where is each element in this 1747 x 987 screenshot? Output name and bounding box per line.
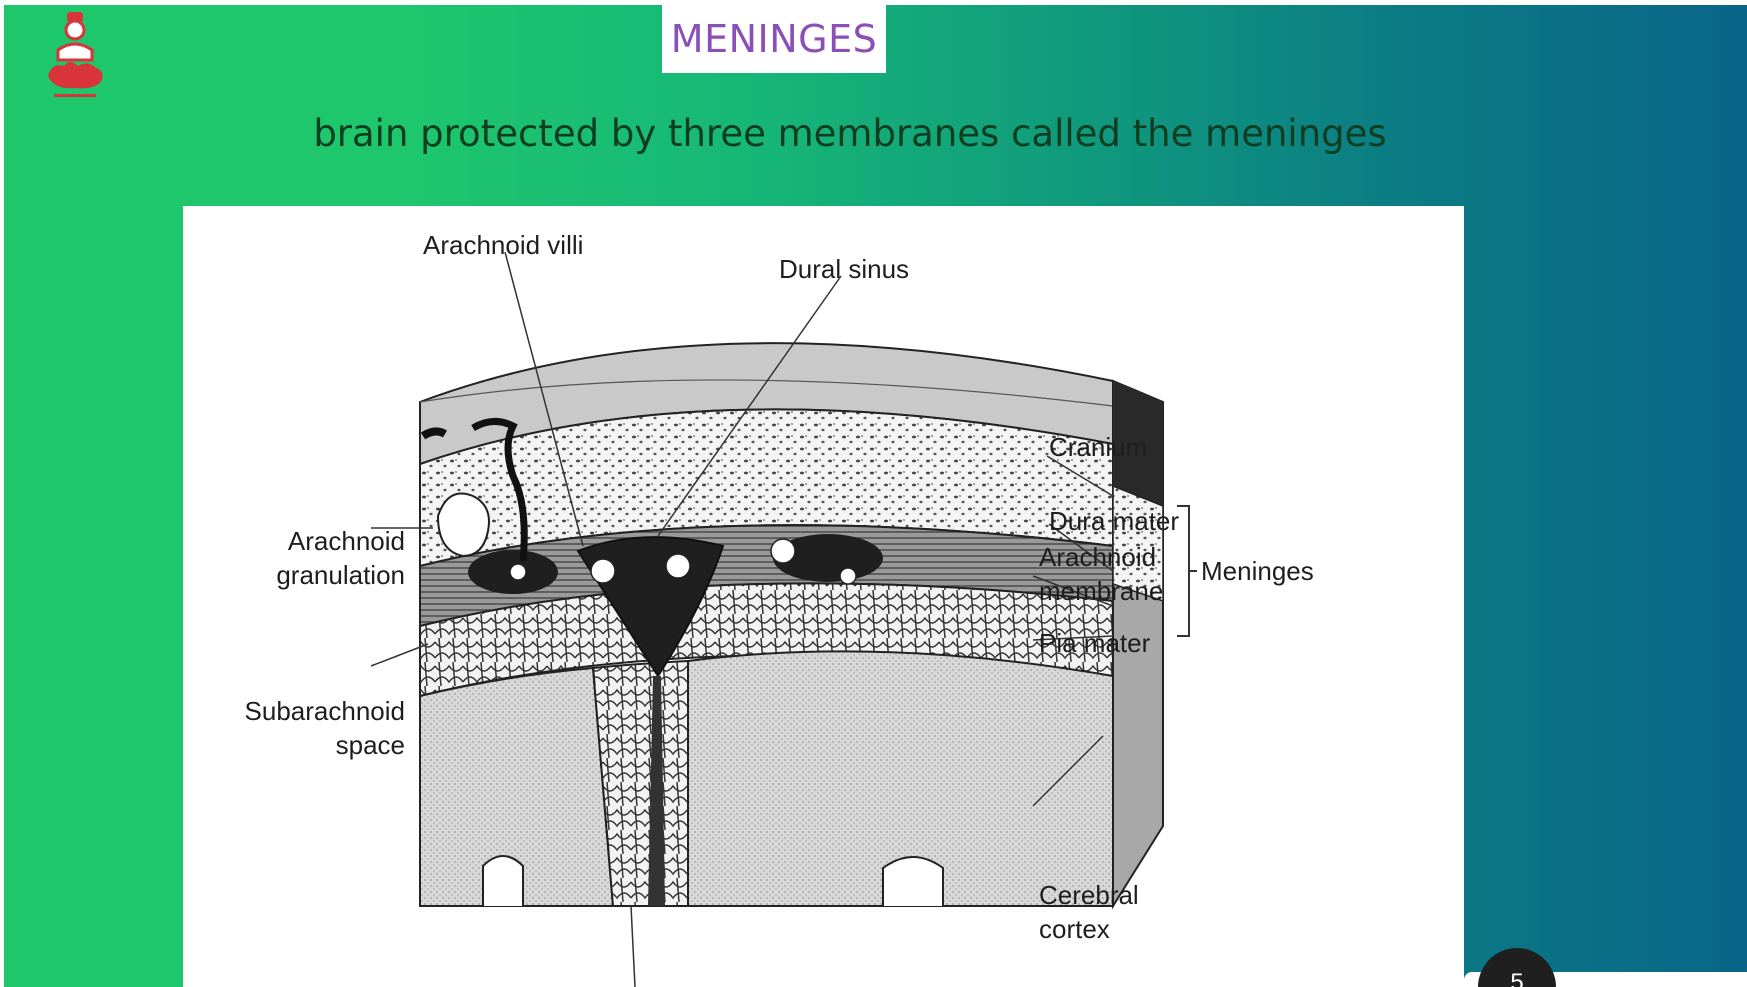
page-number-badge[interactable]: 5 [1478, 948, 1556, 987]
subtitle: brain protected by three membranes calle… [200, 112, 1500, 155]
label-cerebral-cortex: Cerebral cortex [1039, 878, 1139, 946]
label-arachnoid-membrane: Arachnoid membrane [1039, 540, 1163, 608]
label-meninges: Meninges [1201, 554, 1314, 588]
left-border [0, 0, 4, 987]
label-pia-mater: Pia mater [1039, 626, 1150, 660]
title-box: MENINGES [662, 4, 886, 73]
page-title: MENINGES [671, 17, 877, 61]
label-arachnoid-villi: Arachnoid villi [423, 228, 583, 262]
diagram-panel: Arachnoid villi Dural sinus Cranium Arac… [183, 206, 1464, 987]
label-arachnoid-granulation: Arachnoid granulation [223, 524, 405, 592]
doctor-logo-icon [40, 10, 110, 102]
label-cranium: Cranium [1049, 430, 1147, 464]
meninges-diagram [183, 206, 1464, 987]
label-dura-mater: Dura mater [1049, 504, 1179, 538]
label-subarachnoid-space: Subarachnoid space [203, 694, 405, 762]
label-dural-sinus: Dural sinus [779, 252, 909, 286]
